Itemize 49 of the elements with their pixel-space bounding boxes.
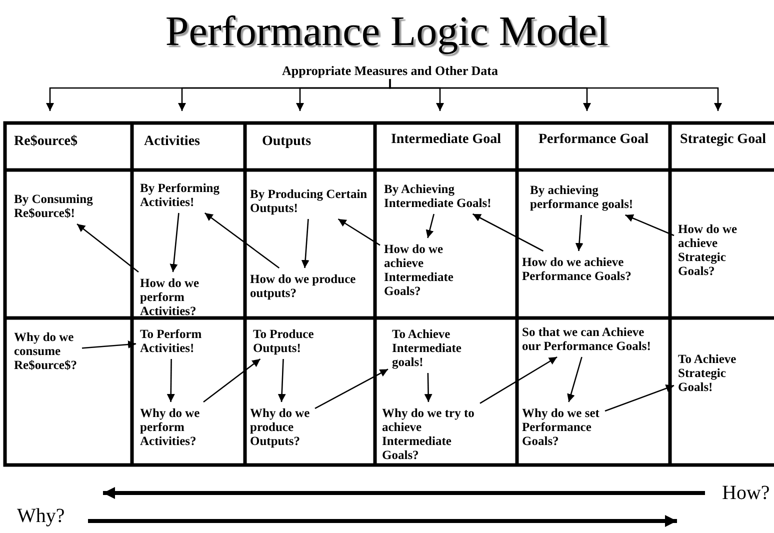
arrow: [472, 213, 544, 252]
arrow: [426, 214, 434, 238]
arrow: [625, 214, 674, 236]
title: Performance Logic Model: [164, 8, 610, 56]
column-header: Outputs: [262, 133, 313, 150]
arrow: [567, 356, 582, 402]
arrow: [338, 218, 380, 246]
column-header: Performance Goal: [527, 131, 660, 148]
arrow: [82, 340, 136, 349]
measures-label: Appropriate Measures and Other Data: [240, 64, 540, 78]
direction-label: How?: [722, 481, 770, 505]
cell-text: By Producing Certain Outputs!: [250, 187, 369, 215]
cell-text: Why do we consume Re$ource$?: [14, 330, 78, 372]
direction-label: Why?: [17, 504, 65, 528]
cell-text: By achieving performance goals!: [530, 183, 635, 211]
cell-text: To Produce Outputs!: [253, 327, 315, 355]
arrow: [604, 384, 674, 412]
arrow: [203, 358, 261, 403]
cell-text: How do we perform Activities?: [140, 276, 201, 318]
column-header: Re$ource$: [14, 133, 79, 150]
cell-text: To Perform Activities!: [140, 327, 203, 355]
arrow: [278, 358, 286, 402]
arrow: [166, 359, 175, 402]
cell-text: How do we achieve Intermediate Goals?: [384, 242, 455, 298]
arrow: [389, 79, 722, 111]
cell-text: By Performing Activities!: [140, 181, 221, 209]
cell-text: How do we achieve Performance Goals?: [522, 255, 633, 283]
cell-text: By Consuming Re$ource$!: [14, 192, 94, 220]
cell-text: Why do we try to achieve Intermediate Goals?: [382, 406, 476, 462]
cell-text: By Achieving Intermediate Goals!: [384, 182, 493, 210]
arrow: [301, 218, 310, 268]
cell-text: Why do we produce Outputs?: [250, 406, 311, 448]
column-header: Intermediate Goal: [385, 131, 507, 148]
cell-text: How do we produce outputs?: [250, 272, 357, 300]
cell-text: So that we can Achieve our Performance Goals!: [522, 325, 652, 353]
cell-text: To Achieve Strategic Goals!: [678, 352, 738, 394]
column-header: Activities: [144, 133, 201, 150]
column-header: Strategic Goal: [678, 131, 768, 148]
arrow: [575, 214, 584, 252]
arrow: [480, 356, 558, 404]
arrow: [76, 223, 139, 273]
arrow: [204, 212, 280, 269]
arrow: [424, 372, 432, 402]
arrow: [170, 212, 180, 272]
cell-text: To Achieve Intermediate goals!: [392, 327, 463, 369]
arrow: [314, 368, 388, 410]
cell-text: Why do we perform Activities?: [140, 406, 201, 448]
cell-text: How do we achieve Strategic Goals?: [678, 222, 739, 278]
cell-text: Why do we set Performance Goals?: [522, 406, 601, 448]
